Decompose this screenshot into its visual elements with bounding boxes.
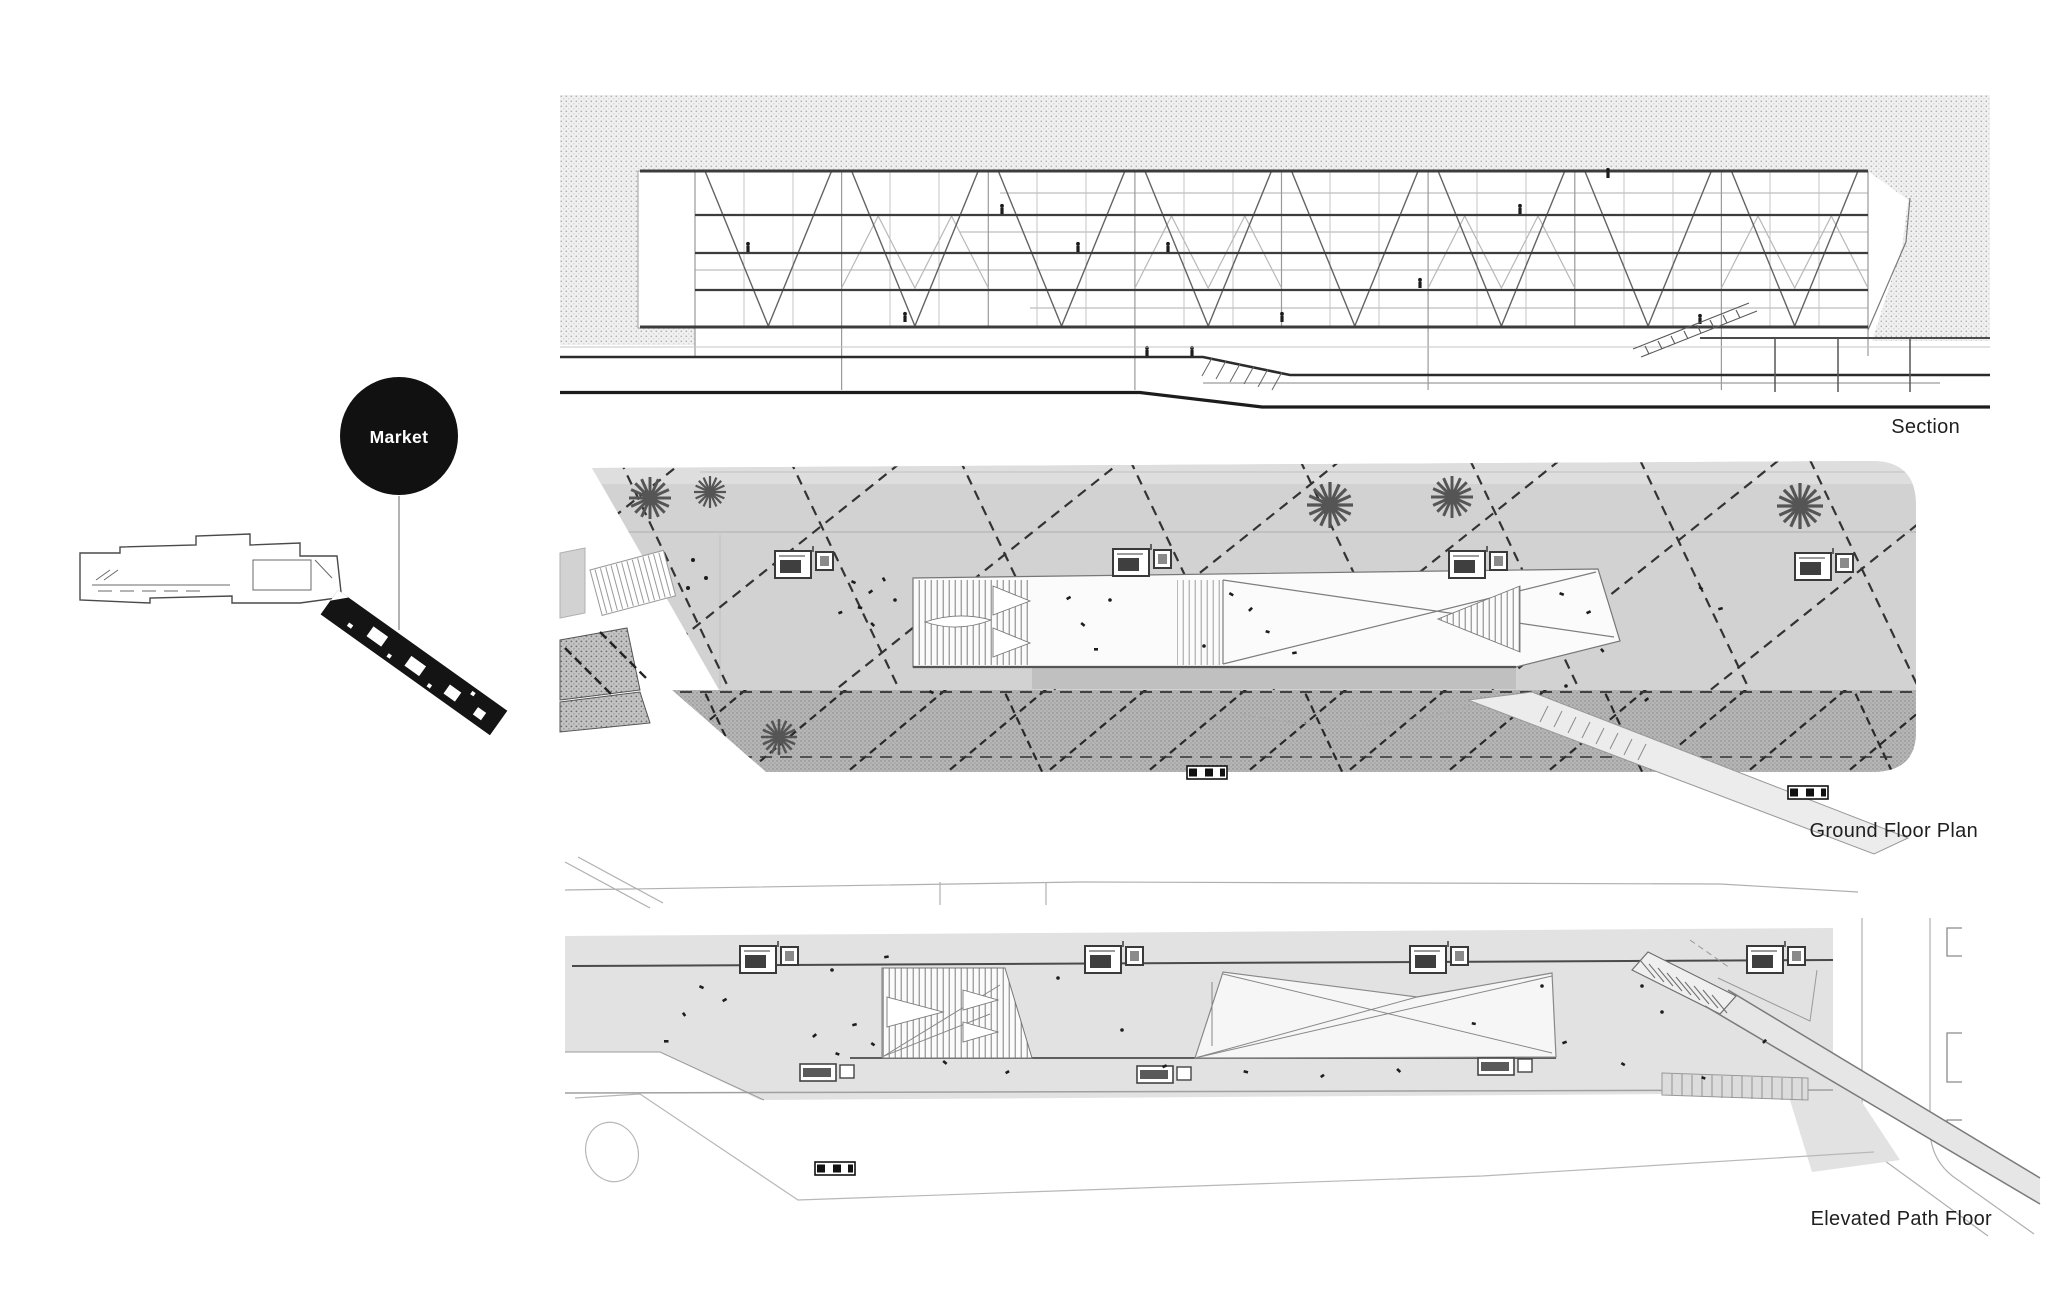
market-building-bar [320, 590, 508, 736]
elevated-path-floor-label: Elevated Path Floor [1811, 1208, 1992, 1230]
stair-hatch-east [1436, 585, 1521, 653]
elevated-crossing-ramps [1194, 971, 1557, 1059]
hillside-stipple-ground [560, 95, 1990, 345]
scale-bar-icon [814, 1161, 856, 1176]
bench-icon [1477, 1057, 1533, 1076]
crossing-ramps-lines [1222, 571, 1615, 665]
elevated-west-stair [881, 967, 1033, 1059]
secondary-truss-lines [841, 214, 1869, 290]
people-specks-elevated [664, 955, 1768, 1080]
elevated-ne-stair [1631, 951, 1737, 1015]
elevated-terrace-outline [1689, 939, 1818, 1022]
truss-building-section [640, 169, 1911, 390]
elevated-escalator-hatch [1661, 1072, 1809, 1101]
column-grid-lines [743, 171, 1820, 327]
site-key-plan: Market [79, 377, 508, 736]
scale-bar-icon [1787, 785, 1829, 800]
curb-brackets [1946, 927, 1962, 1147]
ground-plan-ramp [1241, 691, 1910, 855]
ground-floor-plan-label: Ground Floor Plan [1809, 820, 1978, 842]
scale-bar-icon [1186, 765, 1228, 780]
context-building-outline [79, 533, 342, 604]
ground-floor-plan-drawing [559, 461, 1916, 855]
elevated-path-floor-drawing [564, 856, 2041, 1237]
section-drawing [560, 95, 1990, 409]
section-stair-ramp [1632, 302, 1758, 358]
lower-site-outline [574, 1093, 1875, 1201]
left-site-fragments [559, 547, 651, 733]
market-hall-footprint [912, 568, 1621, 689]
people-specks-ground-plan [686, 558, 1724, 702]
plaza-entry-stair [589, 549, 677, 617]
ground-profile-lines [560, 302, 1990, 409]
bench-icon [799, 1063, 855, 1082]
section-label: Section [1891, 416, 1960, 438]
market-marker-label: Market [370, 427, 429, 447]
bench-icon [1136, 1065, 1192, 1084]
elevated-long-ramp [1704, 989, 2041, 1205]
lower-plaza-joints [672, 690, 1916, 772]
market-marker-bubble [340, 377, 458, 495]
floor-slab-lines [640, 169, 1868, 329]
